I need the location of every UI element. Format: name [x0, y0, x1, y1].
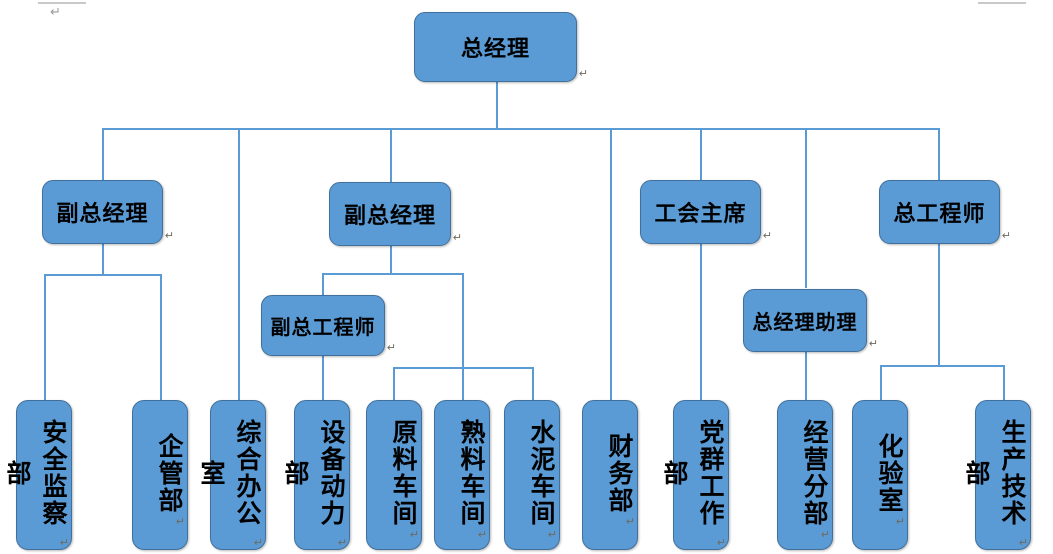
connector-to-clinker-workshop: [462, 367, 464, 400]
connector-to-production-tech-dept: [1003, 365, 1005, 400]
node-deputy-gm-2-label: 副总经理: [343, 203, 436, 229]
connector-bus-to-deputy-gm-2: [390, 128, 392, 182]
connector-deputy-gm-2-to-workshops: [462, 273, 464, 369]
connector-deputy-gm-2-bus: [322, 273, 463, 275]
node-union-chairman-label: 工会主席: [654, 201, 747, 227]
paragraph-mark: ↵: [578, 67, 589, 80]
connector-to-operations-branch: [805, 352, 807, 400]
node-cement-workshop-label: 水泥车间: [527, 419, 556, 527]
connector-to-enterprise-mgmt-dept: [160, 274, 162, 400]
node-raw-material-workshop-label: 原料车间: [389, 419, 418, 527]
paragraph-mark: ↵: [59, 536, 71, 549]
connector-deputy-gm-2-stem: [390, 246, 392, 274]
node-gm-assistant-label: 总经理助理: [752, 310, 858, 334]
connector-deputy-gm-1-stem: [102, 244, 104, 275]
connector-deputy-gm-1-bus: [44, 274, 162, 276]
paragraph-mark: ↵: [386, 341, 397, 354]
connector-bus-to-gm-assistant: [805, 128, 807, 288]
paragraph-mark: ↵: [337, 536, 349, 549]
node-deputy-chief-engineer-label: 副总工程师: [270, 315, 376, 339]
page-guide-top-left: [38, 2, 86, 4]
connector-main-bus: [102, 128, 939, 130]
node-deputy-gm-2[interactable]: 副总经理 ↵: [329, 182, 462, 246]
connector-bus-to-finance-dept: [610, 128, 612, 400]
connector-to-safety-supervision-dept: [44, 274, 46, 400]
connector-to-raw-material-workshop: [393, 367, 395, 400]
node-gm-assistant[interactable]: 总经理助理 ↵: [743, 289, 878, 352]
node-cement-workshop[interactable]: 水泥车间↵: [504, 400, 560, 550]
node-union-chairman[interactable]: 工会主席 ↵: [640, 180, 772, 244]
node-general-manager[interactable]: 总经理 ↵: [414, 12, 588, 82]
node-laboratory[interactable]: 化验室↵: [852, 400, 908, 550]
node-operations-branch-label: 经营分部: [800, 419, 829, 527]
connector-bus-to-union-chairman: [700, 128, 702, 180]
connector-chief-engineer-bus: [880, 365, 1004, 367]
page-guide-top-right: [978, 2, 1026, 4]
node-production-tech-dept-label: 生产技术部: [962, 419, 1027, 527]
paragraph-mark: ↵: [547, 528, 559, 541]
node-finance-dept[interactable]: 财务部↵: [582, 400, 638, 550]
paragraph-mark: ↵: [1001, 229, 1012, 242]
node-general-office[interactable]: 综合办公室 ↵: [197, 400, 266, 550]
node-deputy-gm-1[interactable]: 副总经理 ↵: [42, 180, 174, 244]
node-laboratory-label: 化验室: [875, 432, 904, 514]
node-general-office-label: 综合办公室: [197, 419, 262, 527]
node-finance-dept-label: 财务部: [605, 432, 634, 514]
paragraph-mark: ↵: [409, 528, 421, 541]
connector-bus-to-deputy-gm-1: [102, 128, 104, 180]
node-deputy-gm-1-label: 副总经理: [56, 201, 149, 227]
node-chief-engineer-label: 总工程师: [893, 201, 986, 227]
connector-to-deputy-chief-engineer: [322, 273, 324, 295]
connector-to-party-mass-work-dept: [700, 244, 702, 400]
node-clinker-workshop[interactable]: 熟料车间↵: [434, 400, 490, 550]
node-safety-supervision-dept[interactable]: 安全监察部 ↵: [3, 400, 72, 550]
node-general-manager-label: 总经理: [460, 36, 530, 62]
paragraph-mark: ↵: [625, 514, 637, 528]
paragraph-mark: ↵: [452, 231, 463, 244]
node-equipment-power-dept-label: 设备动力部: [281, 419, 346, 527]
node-raw-material-workshop[interactable]: 原料车间↵: [366, 400, 422, 550]
paragraph-mark: ↵: [820, 528, 832, 541]
node-clinker-workshop-label: 熟料车间: [457, 419, 486, 527]
connector-to-laboratory: [880, 365, 882, 400]
paragraph-mark: ↵: [895, 514, 907, 528]
node-party-mass-work-dept[interactable]: 党群工作部 ↵: [660, 400, 729, 550]
node-enterprise-mgmt-dept[interactable]: 企管部↵: [132, 400, 188, 550]
paragraph-mark: ↵: [868, 337, 879, 350]
connector-to-equipment-power-dept: [322, 356, 324, 400]
paragraph-mark: ↵: [175, 514, 187, 528]
paragraph-mark-top: ↵: [50, 5, 61, 20]
paragraph-mark: ↵: [1018, 536, 1030, 549]
connector-bus-to-chief-engineer: [938, 128, 940, 180]
paragraph-mark: ↵: [253, 536, 265, 549]
node-operations-branch[interactable]: 经营分部↵: [777, 400, 833, 550]
connector-bus-to-general-office: [238, 128, 240, 400]
node-enterprise-mgmt-dept-label: 企管部: [155, 432, 184, 514]
node-production-tech-dept[interactable]: 生产技术部 ↵: [962, 400, 1031, 550]
node-chief-engineer[interactable]: 总工程师 ↵: [879, 180, 1011, 244]
paragraph-mark: ↵: [762, 229, 773, 242]
connector-chief-engineer-stem: [938, 244, 940, 366]
node-deputy-chief-engineer[interactable]: 副总工程师 ↵: [261, 295, 396, 356]
paragraph-mark: ↵: [477, 528, 489, 541]
node-safety-supervision-dept-label: 安全监察部: [3, 419, 68, 527]
paragraph-mark: ↵: [164, 229, 175, 242]
connector-to-cement-workshop: [532, 367, 534, 400]
node-equipment-power-dept[interactable]: 设备动力部 ↵: [281, 400, 350, 550]
paragraph-mark: ↵: [716, 536, 728, 549]
node-party-mass-work-dept-label: 党群工作部: [660, 419, 725, 527]
connector-gm-stem: [496, 82, 498, 129]
